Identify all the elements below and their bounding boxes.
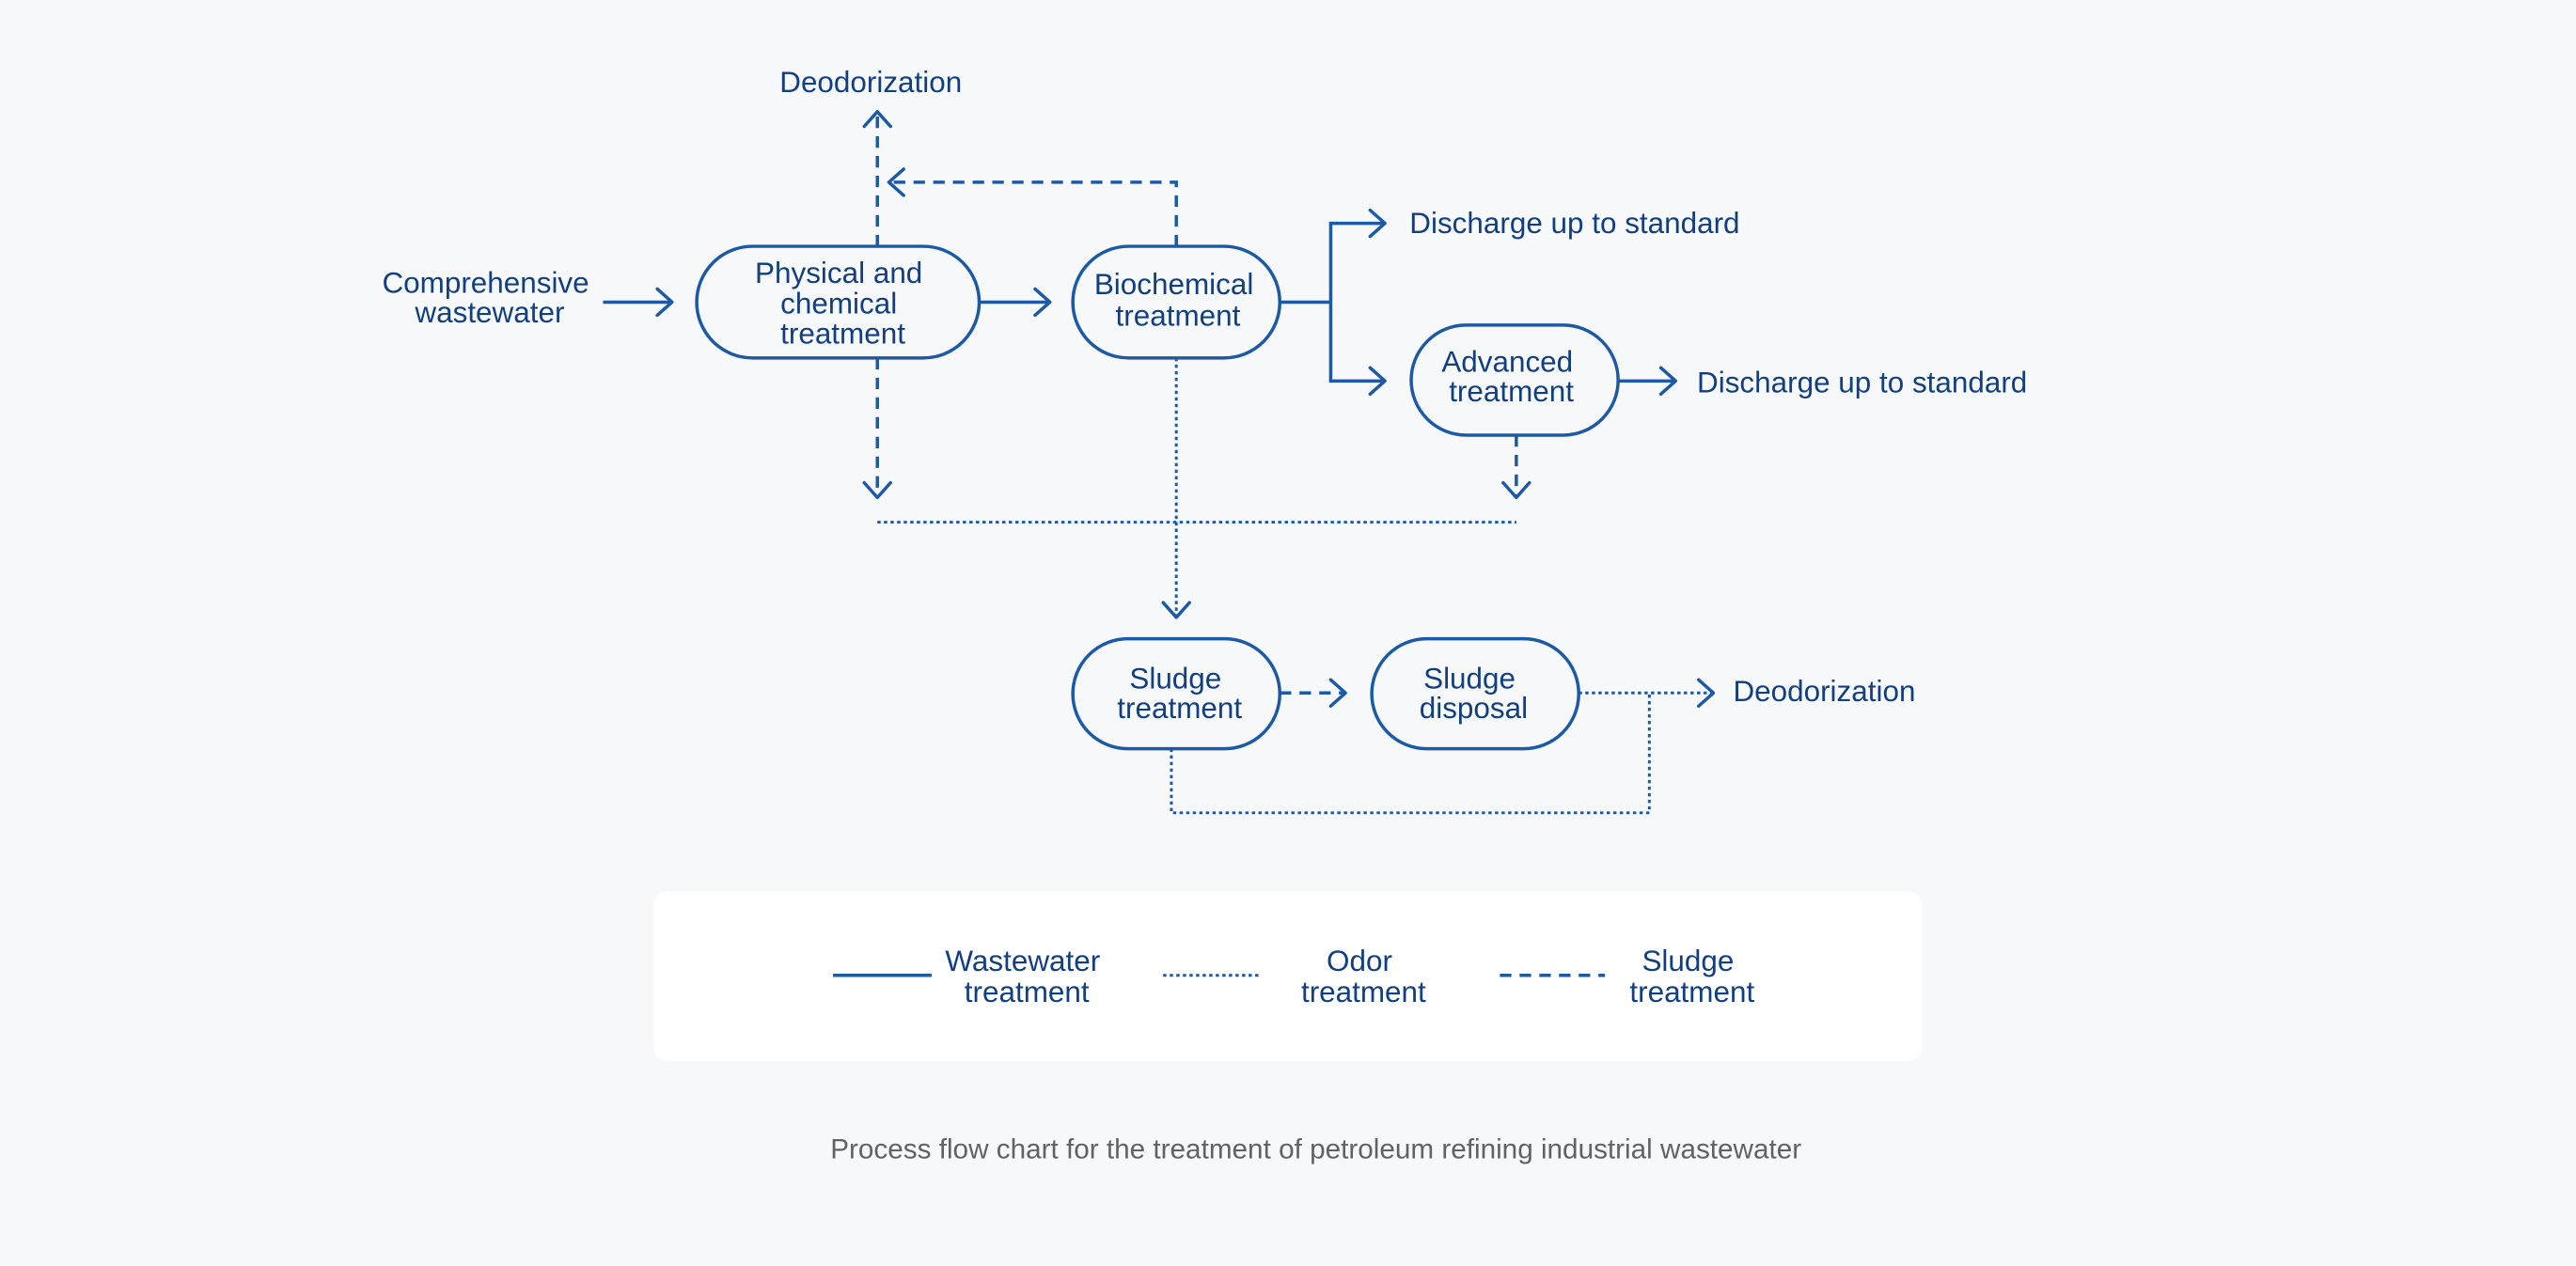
legend-sludge-label: Sludge treatment xyxy=(1629,945,1754,1008)
physical-chemical-label: Physical and chemical treatment xyxy=(755,257,931,351)
deodorization-top-label: Deodorization xyxy=(779,66,962,99)
discharge-label-2: Discharge up to standard xyxy=(1697,367,2027,399)
physical-chemical-node xyxy=(695,244,982,360)
line-biochemical-branch xyxy=(1280,221,1333,383)
legend: Wastewater treatment Odor treatment Slud… xyxy=(653,891,1923,1061)
legend-odor-label: Odor treatment xyxy=(1301,945,1426,1008)
input-label: Comprehensive wastewater xyxy=(382,266,597,328)
biochemical-label: Biochemical treatment xyxy=(1094,268,1262,332)
deodorization-right-label: Deodorization xyxy=(1733,675,1915,708)
advanced-label: Advanced treatment xyxy=(1441,345,1581,407)
legend-wastewater-label: Wastewater treatment xyxy=(945,945,1108,1008)
sludge-treatment-label: Sludge treatment xyxy=(1117,662,1242,724)
sludge-disposal-label: Sludge disposal xyxy=(1420,662,1528,724)
line-sludge-treatment-odor-loop xyxy=(1170,693,1651,815)
arrow-biochemical-to-deodorization-line xyxy=(887,167,1178,247)
discharge-label-1: Discharge up to standard xyxy=(1409,207,1739,240)
figure-caption: Process flow chart for the treatment of … xyxy=(830,1133,1801,1164)
legend-background xyxy=(653,891,1923,1061)
